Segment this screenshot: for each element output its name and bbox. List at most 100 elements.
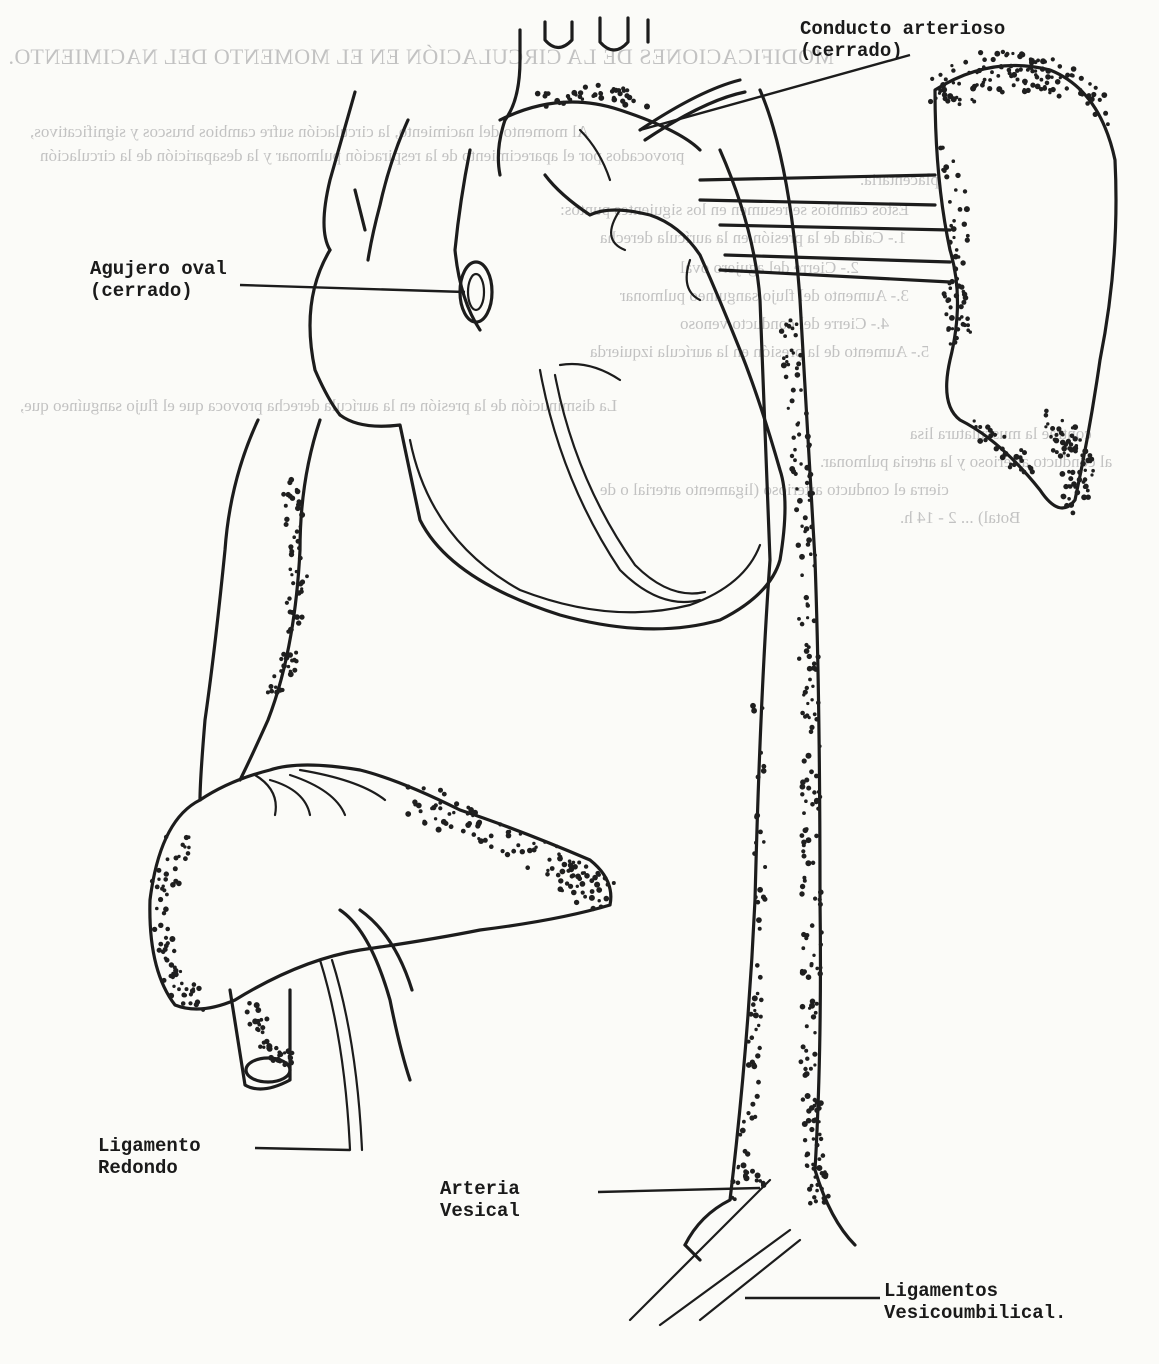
stipple-dot <box>730 1179 735 1184</box>
stipple-dot <box>578 90 583 95</box>
stipple-dot <box>172 949 176 953</box>
stipple-dot <box>245 1010 250 1015</box>
stipple-dot <box>804 936 808 940</box>
stipple-dot <box>1045 74 1051 80</box>
stipple-dot <box>621 86 625 90</box>
stipple-dot <box>1081 494 1087 500</box>
stipple-dot <box>807 654 812 659</box>
stipple-dot <box>805 1154 809 1158</box>
stipple-dot <box>969 330 972 333</box>
stipple-dot <box>804 799 808 803</box>
stipple-dot <box>1000 447 1005 452</box>
stipple-dot <box>816 1165 822 1171</box>
stipple-dot <box>294 651 298 655</box>
stipple-dot <box>558 886 564 892</box>
stipple-dot <box>811 685 814 688</box>
stipple-dot <box>162 978 167 983</box>
stipple-dot <box>188 1001 192 1005</box>
stipple-dot <box>791 327 795 331</box>
stipple-dot <box>275 1057 281 1063</box>
stipple-dot <box>801 1097 805 1101</box>
stipple-dot <box>810 802 815 807</box>
stipple-dot <box>818 902 823 907</box>
stipple-dot <box>747 1040 751 1044</box>
stipple-dot <box>1089 460 1092 463</box>
stipple-dot <box>543 841 546 844</box>
stipple-dot <box>952 236 955 239</box>
stipple-dot <box>1094 86 1098 90</box>
stipple-dot <box>1061 494 1067 500</box>
stipple-dot <box>962 222 967 227</box>
stipple-dot <box>594 882 600 888</box>
stipple-dot <box>754 895 758 899</box>
stipple-dot <box>948 240 953 245</box>
stipple-dot <box>466 812 470 816</box>
stipple-dot <box>288 1055 291 1058</box>
stipple-dot <box>1012 83 1016 87</box>
stipple-dot <box>758 927 762 931</box>
stipple-dot <box>756 900 761 905</box>
stipple-dot <box>761 764 766 769</box>
stipple-dot <box>796 543 801 548</box>
stipple-dot <box>965 316 970 321</box>
stipple-dot <box>1082 480 1086 484</box>
stipple-dot <box>1077 470 1082 475</box>
stipple-dot <box>805 434 811 440</box>
stipple-dot <box>1066 439 1071 444</box>
stipple-dot <box>152 927 156 931</box>
stipple-dot <box>817 790 821 794</box>
stipple-dot <box>269 684 274 689</box>
stipple-dot <box>816 807 820 811</box>
stipple-dot <box>799 891 804 896</box>
stipple-dot <box>1012 462 1017 467</box>
stipple-dot <box>266 690 270 694</box>
stipple-dot <box>558 878 563 883</box>
stipple-dot <box>816 701 821 706</box>
stipple-dot <box>954 293 959 298</box>
stipple-dot <box>1098 98 1102 102</box>
stipple-dot <box>174 856 179 861</box>
stipple-dot <box>434 817 437 820</box>
stipple-dot <box>812 1052 817 1057</box>
stipple-dot <box>977 68 982 73</box>
stipple-dot <box>804 648 810 654</box>
stipple-dot <box>164 871 169 876</box>
stipple-dot <box>248 1022 253 1027</box>
label-ligamentos-vesicoumbilical: Ligamentos Vesicoumbilical. <box>884 1280 1066 1324</box>
stipple-dot <box>618 91 623 96</box>
stipple-dot <box>1075 490 1081 496</box>
stipple-dot <box>795 366 799 370</box>
stipple-dot <box>812 1166 816 1170</box>
stipple-dot <box>814 668 818 672</box>
stipple-dot <box>286 630 290 634</box>
label-agujero-oval: Agujero oval (cerrado) <box>90 258 227 302</box>
stipple-dot <box>804 1049 808 1053</box>
stipple-dot <box>627 95 633 101</box>
stipple-dot <box>1019 468 1023 472</box>
stipple-dot <box>810 964 814 968</box>
stipple-dot <box>806 537 812 543</box>
stipple-dot <box>934 97 937 100</box>
stipple-dot <box>955 277 959 281</box>
stipple-dot <box>952 340 957 345</box>
stipple-dot <box>737 1166 740 1169</box>
stipple-dot <box>805 860 811 866</box>
stipple-dot <box>287 665 290 668</box>
stipple-dot <box>803 1067 807 1071</box>
stipple-dot <box>1009 64 1014 69</box>
stipple-dot <box>804 465 810 471</box>
stipple-dot <box>815 1189 819 1193</box>
stipple-dot <box>965 238 970 243</box>
stipple-dot <box>800 1004 806 1010</box>
stipple-dot <box>818 1100 824 1106</box>
stipple-dot <box>156 868 161 873</box>
stipple-dot <box>812 661 817 666</box>
stipple-dot <box>804 411 809 416</box>
stipple-dot <box>1057 94 1062 99</box>
stipple-dot <box>1091 92 1096 97</box>
stipple-dot <box>288 1060 294 1066</box>
stipple-dot <box>1071 511 1076 516</box>
stipple-dot <box>973 419 976 422</box>
stipple-dot <box>804 1071 810 1077</box>
stipple-dot <box>987 86 992 91</box>
